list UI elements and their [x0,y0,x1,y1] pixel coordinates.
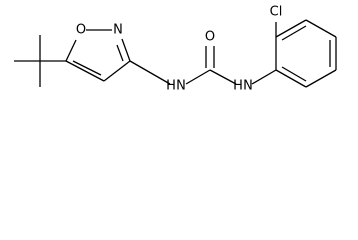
bond-c5-o1 [65,39,77,62]
bond-nh-left-carbonyl [185,69,211,85]
bond-ph-inner-3 [281,66,307,82]
bond-c3-nh-left [129,60,171,85]
chemical-structure-diagram: Cl O N O H N H N [14,5,337,94]
amide-nh-right-nitrogen-label: N [243,79,253,94]
tert-butyl-group [14,35,66,87]
bond-c4-c5-double [65,60,105,82]
amide-nh-left-hydrogen-label: H [166,79,176,94]
chlorine-atom-label: Cl [270,5,283,20]
bond-carbonyl-nh-right [209,69,237,85]
bond-ph-inner-1 [281,25,307,41]
ring-oxygen-atom-label: O [76,23,86,38]
bond-n2-c3-double [121,38,131,62]
bond-nh-right-phenyl [251,69,277,85]
bond-n2-c3-double-inner [116,44,124,62]
bond-ph-c6-c1 [275,69,307,88]
bond-c4-c5-double-inner [72,60,102,76]
bond-ph-c5-c6 [305,69,337,88]
amide-nh-right-hydrogen-label: H [233,79,243,94]
amide-nh-left-nitrogen-label: N [176,79,186,94]
bond-ph-c2-c3 [275,19,307,38]
bond-ph-c3-c4 [305,19,337,38]
isoxazole-ring [65,29,131,82]
chlorophenyl-ring [275,19,337,88]
bond-c3-c4 [103,60,131,82]
ring-nitrogen-atom-label: N [113,23,123,38]
urea-linkage [129,46,277,85]
carbonyl-oxygen-atom-label: O [205,30,215,45]
